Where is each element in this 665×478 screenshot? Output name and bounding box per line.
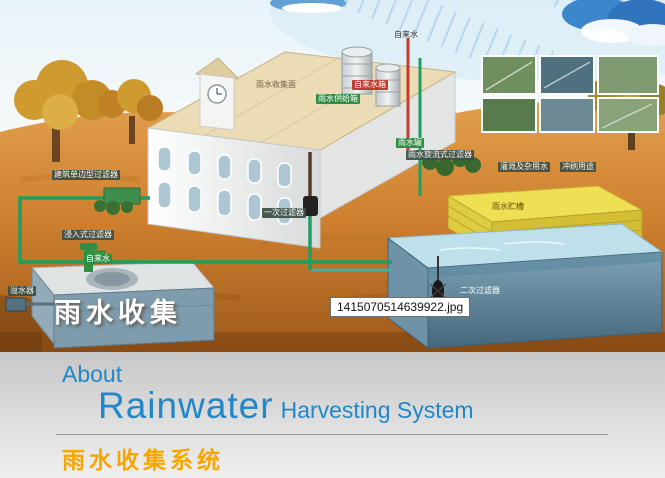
label-irrigation: 灌溉及杂用水 xyxy=(498,162,550,172)
secondary-filter-device xyxy=(429,256,447,302)
pipes xyxy=(18,152,392,272)
label-collection-surface: 雨水收集面 xyxy=(256,80,296,89)
caption-subtitle-en: Harvesting System xyxy=(280,397,474,423)
label-flow-filter: 雨水旋流式过滤器 xyxy=(406,150,474,160)
label-immersion-filter: 浸入式过滤器 xyxy=(62,230,114,240)
label-overflow: 溢水器 xyxy=(8,286,36,296)
caption-divider xyxy=(56,434,608,435)
label-tap-water-top: 自来水 xyxy=(394,30,418,39)
illustration-area: 雨水收集面 雨水供给箱 自来水箱 自来水 雨水罐 雨水旋流式过滤器 灌溉及杂用水… xyxy=(0,0,665,352)
photo-thumbnail xyxy=(597,55,659,95)
label-first-filter: 一次过滤器 xyxy=(262,208,306,218)
label-storage-tank: 雨水贮槽 xyxy=(492,202,524,211)
photo-collage xyxy=(481,55,659,133)
photo-thumbnail xyxy=(539,97,595,133)
scene-illustration xyxy=(0,0,665,352)
label-flushing: 冲刷用途 xyxy=(560,162,596,172)
overflow-device xyxy=(5,297,54,312)
tree-left-small xyxy=(98,79,163,144)
label-tap-water-left: 自来水 xyxy=(84,254,112,264)
label-tap-water-tank: 自来水箱 xyxy=(352,80,388,90)
photo-thumbnail xyxy=(481,97,537,133)
caption-about: About xyxy=(62,361,123,387)
caption-title-en: Rainwater xyxy=(98,385,274,426)
label-building-filter: 建筑单边型过滤器 xyxy=(52,170,120,180)
label-rain-barrel: 雨水罐 xyxy=(396,138,424,148)
filename-watermark: 1415070514639922.jpg xyxy=(330,297,471,317)
label-supply-tank: 雨水供给箱 xyxy=(316,94,360,104)
label-second-filter: 二次过滤器 xyxy=(460,286,500,295)
scene-title: 雨水收集 xyxy=(54,298,182,328)
cloud-right xyxy=(562,0,665,46)
underground-basin xyxy=(386,223,664,349)
service-pipes xyxy=(406,38,422,196)
cloud-top-center xyxy=(270,0,346,13)
left-collection-tank xyxy=(5,243,216,349)
caption-title-zh: 雨水收集系统 xyxy=(62,447,224,473)
